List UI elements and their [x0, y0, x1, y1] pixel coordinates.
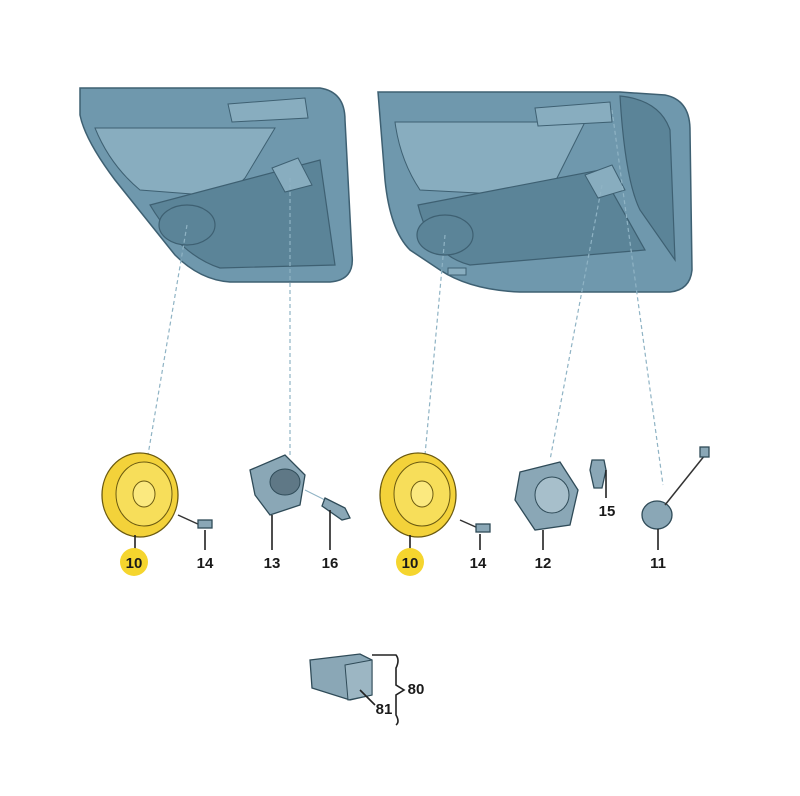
- highlight-badge: [120, 548, 148, 576]
- loudspeaker-10-front[interactable]: [379, 452, 457, 550]
- highlight-badge: [396, 548, 424, 576]
- callout-11[interactable]: 11: [650, 555, 666, 572]
- callout-10-front[interactable]: 10: [402, 555, 419, 572]
- callout-13[interactable]: 13: [264, 555, 281, 572]
- callout-10-rear[interactable]: 10: [126, 555, 143, 572]
- callout-81[interactable]: 81: [376, 701, 393, 718]
- callout-12[interactable]: 12: [535, 555, 552, 572]
- callout-80[interactable]: 80: [408, 681, 425, 698]
- rear-door-panel: [79, 87, 354, 283]
- front-door-panel: [377, 91, 693, 293]
- callout-16[interactable]: 16: [322, 555, 339, 572]
- callout-15[interactable]: 15: [599, 503, 616, 520]
- loudspeaker-10-rear[interactable]: [101, 452, 179, 550]
- screw-15[interactable]: [589, 459, 607, 498]
- screw-16[interactable]: [304, 489, 351, 550]
- rivet-14-front[interactable]: [459, 519, 491, 550]
- rivet-14-rear[interactable]: [177, 514, 213, 550]
- tweeter-12[interactable]: [514, 461, 579, 550]
- callouts: 10 14 13 16 10 14 12 15 11 80 81: [120, 503, 666, 718]
- cap-11[interactable]: [641, 446, 710, 550]
- tweeter-13[interactable]: [249, 454, 306, 550]
- reference-lines: [147, 109, 664, 486]
- callout-14-front[interactable]: 14: [470, 555, 487, 572]
- callout-14-rear[interactable]: 14: [197, 555, 214, 572]
- switch-80[interactable]: [309, 653, 406, 726]
